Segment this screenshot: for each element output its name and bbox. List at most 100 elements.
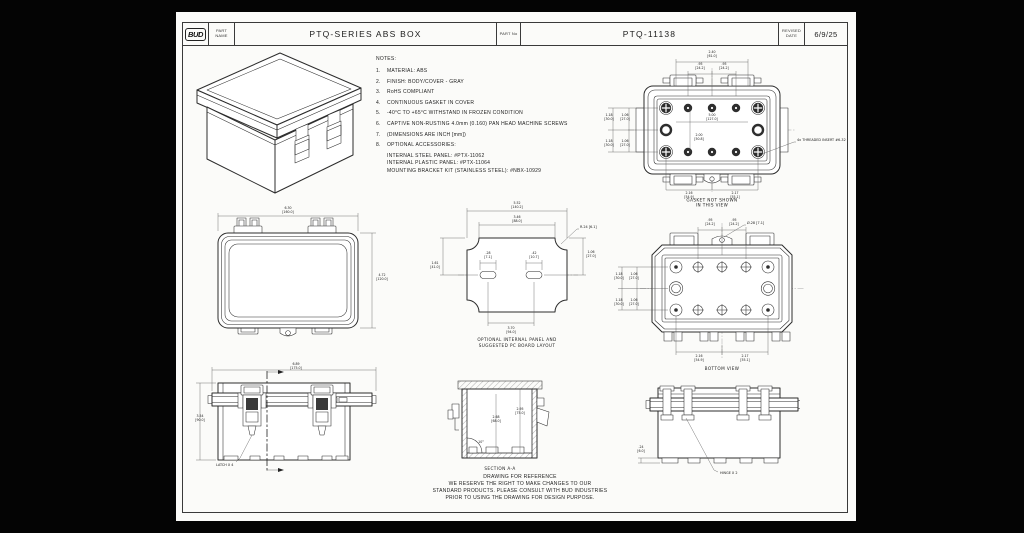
feet (223, 455, 349, 461)
dimension-label: 5.52[140.2] (511, 201, 523, 209)
dimension-label: 1.06[27.0] (629, 298, 639, 306)
hinge-label: HINGE X 2 (720, 471, 738, 475)
notes-heading: NOTES: (376, 56, 397, 62)
latches (237, 384, 337, 436)
dimension-lines (196, 367, 377, 463)
note-item: 5.-40°C TO +65°C WITHSTAND IN FROZEN CON… (376, 110, 523, 117)
feet (663, 331, 791, 342)
dimension-label: 1.06[27.0] (620, 139, 630, 147)
dimension-label: .28[7.1] (484, 251, 492, 259)
note-item: 7.(DIMENSIONS ARE INCH [mm]) (376, 131, 467, 138)
dimension-label: 10° (478, 440, 484, 444)
note-subitem: INTERNAL PLASTIC PANEL: #PTX-11064 (387, 160, 491, 167)
flange-tabs (662, 74, 762, 186)
front-view: 6.89[175.0] 3.54[90.0] LATCH X 4 (195, 362, 377, 472)
dimension-label: 6.30[160.0] (282, 206, 294, 214)
dimension-label: 1.61[41.0] (430, 261, 440, 269)
flange-tabs (669, 232, 775, 246)
dimension-label: 6.89[175.0] (290, 362, 302, 370)
dimension-label: 2.00[50.8] (694, 133, 704, 141)
dimension-label: 1.18[30.0] (604, 139, 614, 147)
dimension-label: .42[10.7] (529, 251, 539, 259)
view-caption: BOTTOM VIEW (705, 366, 740, 371)
isometric-view (196, 52, 362, 194)
latch-label: LATCH X 4 (216, 463, 233, 467)
dimension-label: 2.17[55.1] (740, 354, 750, 362)
section-view: 2.68[68.0] 2.95[75.0] 10° SECTION A-A (447, 380, 550, 471)
dimension-label: .95[24.2] (695, 62, 705, 70)
box-outline (651, 244, 793, 333)
notes-block: NOTES: 1.MATERIAL: ABS 2.FINISH: BODY/CO… (376, 56, 602, 176)
internal-panel-view: 5.52[140.2] 3.46[88.0] 1.61[41.0] 1.06[2… (430, 201, 597, 348)
dimension-lines (440, 208, 586, 326)
dimension-label: .95[24.2] (719, 62, 729, 70)
view-caption: SUGGESTED PC BOARD LAYOUT (479, 343, 556, 348)
dimension-lines (638, 417, 719, 473)
part-no-label: PART No (497, 23, 521, 45)
dimension-label: .95[24.2] (729, 218, 739, 226)
dimension-label: 1.06[27.0] (586, 250, 596, 258)
dimension-label: 3.54[90.0] (195, 414, 205, 422)
drawing-sheet: BUD PART NAME PTQ-SERIES ABS BOX PART No… (176, 12, 856, 521)
view-caption: OPTIONAL INTERNAL PANEL AND (477, 337, 556, 342)
section-cut-line (266, 370, 284, 472)
dimension-lines (618, 224, 769, 355)
cover-inside-view: 2.40[61.0] .95[24.2] .95[24.2] 1.18[30.0… (604, 50, 846, 208)
dimension-lines (466, 389, 521, 454)
dimension-label: 3.46[88.0] (512, 215, 522, 223)
dimension-label: 1.18[30.0] (604, 113, 614, 121)
hole-pattern (668, 260, 776, 317)
view-caption: IN THIS VIEW (696, 203, 728, 208)
revised-date-label: REVISED DATE (779, 23, 805, 45)
dimension-label: 2.16[54.9] (694, 354, 704, 362)
radius-note: R.24 [6.1] (580, 225, 597, 229)
box-outline (217, 232, 359, 337)
view-caption: SECTION A-A (484, 466, 515, 471)
feet (661, 457, 779, 464)
bottom-view: .95[24.2] .95[24.2] 1.18[30.0] 1.06[27.0… (614, 218, 804, 371)
dimension-label: 2.68[68.0] (491, 415, 501, 423)
latches (294, 109, 342, 164)
dimension-lines (217, 213, 376, 329)
box-outline (207, 382, 377, 461)
dimension-label: 2.95[75.0] (515, 407, 525, 415)
dimension-label: 1.18[30.0] (614, 272, 624, 280)
hole-note: Ø.28 [7.1] (747, 220, 765, 225)
dimension-label: 2.16[54.9] (684, 191, 694, 199)
dimension-label: .95[24.2] (705, 218, 715, 226)
dimension-label: 2.40[61.0] (707, 50, 717, 58)
note-subitem: INTERNAL STEEL PANEL: #PTX-11062 (387, 152, 485, 159)
dimension-label: 5.00[127.0] (706, 113, 718, 121)
cover-outline (635, 85, 789, 175)
disclaimer-line: DRAWING FOR REFERENCE (483, 474, 557, 480)
note-item: 8.OPTIONAL ACCESSORIES: (376, 142, 456, 149)
dimension-label: 1.06[27.0] (620, 113, 630, 121)
dimension-label: 3.70[94.0] (506, 326, 516, 334)
rear-view: .24[6.0] HINGE X 2 (637, 385, 800, 475)
view-caption: GASKET NOT SHOWN (686, 198, 737, 203)
box-outline (645, 387, 800, 459)
latch-brackets (659, 385, 773, 421)
dimension-label: .24[6.0] (637, 445, 645, 453)
revised-date: 6/9/25 (814, 29, 838, 39)
note-item: 1.MATERIAL: ABS (376, 68, 428, 74)
dimension-label: 4.72[120.0] (376, 273, 388, 281)
latch-section (447, 397, 550, 431)
disclaimer: DRAWING FOR REFERENCE WE RESERVE THE RIG… (405, 474, 635, 502)
note-item: 4.CONTINUOUS GASKET IN COVER (376, 99, 475, 106)
dimension-label: 2.17[55.1] (730, 191, 740, 199)
part-name-label: PART NAME (209, 23, 235, 45)
title-block: BUD PART NAME PTQ-SERIES ABS BOX PART No… (182, 22, 848, 46)
disclaimer-line: PRIOR TO USING THE DRAWING FOR DESIGN PU… (445, 495, 595, 501)
note-subitem: MOUNTING BRACKET KIT (STAINLESS STEEL): … (387, 168, 542, 175)
note-item: 2.FINISH: BODY/COVER - GRAY (376, 78, 464, 85)
disclaimer-line: WE RESERVE THE RIGHT TO MAKE CHANGES TO … (448, 481, 592, 487)
insert-note: 4x THREADED INSERT #6-32 (797, 138, 846, 142)
company-logo: BUD (183, 23, 209, 45)
top-view: 6.30[160.0] 4.72[120.0] (217, 206, 388, 337)
part-name: PTQ-SERIES ABS BOX (235, 23, 497, 45)
dimension-label: 1.18[30.0] (614, 298, 624, 306)
hole-pattern (659, 101, 765, 159)
part-number: PTQ-11138 (521, 23, 779, 45)
dimension-label: 1.06[27.0] (629, 272, 639, 280)
